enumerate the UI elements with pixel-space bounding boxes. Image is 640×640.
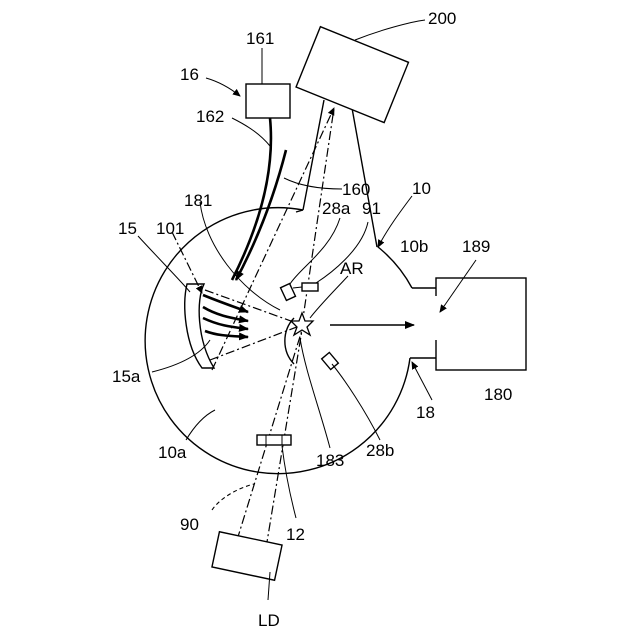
analyzer-opening: [434, 296, 438, 340]
chamber-10-outline: [145, 208, 412, 474]
component-91: [302, 283, 318, 291]
leader-200: [355, 20, 425, 40]
label-AR: AR: [340, 259, 364, 278]
label-12: 12: [286, 525, 305, 544]
leader-AR: [310, 276, 348, 318]
label-189: 189: [462, 237, 490, 256]
leader-28a: [290, 218, 340, 284]
label-200: 200: [428, 9, 456, 28]
label-183: 183: [316, 451, 344, 470]
beam-to-200-a: [212, 108, 334, 370]
leader-181: [200, 202, 280, 310]
analyzer-180: [436, 278, 526, 370]
label-10b: 10b: [400, 237, 428, 256]
label-160: 160: [342, 180, 370, 199]
unit-161: [246, 84, 290, 118]
label-28a: 28a: [322, 199, 351, 218]
tube-160: [236, 150, 286, 280]
label-10: 10: [412, 179, 431, 198]
label-101: 101: [156, 219, 184, 238]
label-LD: LD: [258, 611, 280, 630]
leader-15: [138, 236, 190, 292]
ion-flow-arrow-4: [205, 331, 248, 337]
leader-16: [206, 78, 240, 96]
leader-28b: [332, 364, 380, 440]
component-28b: [322, 352, 339, 369]
label-162: 162: [196, 107, 224, 126]
detector-200: [296, 27, 408, 123]
leader-18: [412, 362, 432, 400]
outlet-tube-10b: [410, 288, 436, 358]
label-91: 91: [362, 199, 381, 218]
tube-to-200: [296, 100, 377, 247]
label-28b: 28b: [366, 441, 394, 460]
label-180: 180: [484, 385, 512, 404]
label-15: 15: [118, 219, 137, 238]
ionization-point-star: [291, 313, 313, 335]
label-15a: 15a: [112, 367, 141, 386]
component-28a: [281, 284, 296, 301]
leader-12: [282, 446, 296, 518]
label-16: 16: [180, 65, 199, 84]
leader-183: [300, 338, 330, 448]
label-10a: 10a: [158, 443, 187, 462]
window-12: [257, 435, 291, 445]
leader-160: [284, 178, 342, 189]
label-18: 18: [416, 403, 435, 422]
laser-device-LD: [212, 532, 282, 581]
connector-28a-91: [293, 287, 302, 288]
label-181: 181: [184, 191, 212, 210]
label-161: 161: [246, 29, 274, 48]
outlet-entrance-arc: [285, 318, 294, 364]
leader-162: [232, 118, 270, 146]
label-90: 90: [180, 515, 199, 534]
leader-10a: [186, 410, 215, 440]
